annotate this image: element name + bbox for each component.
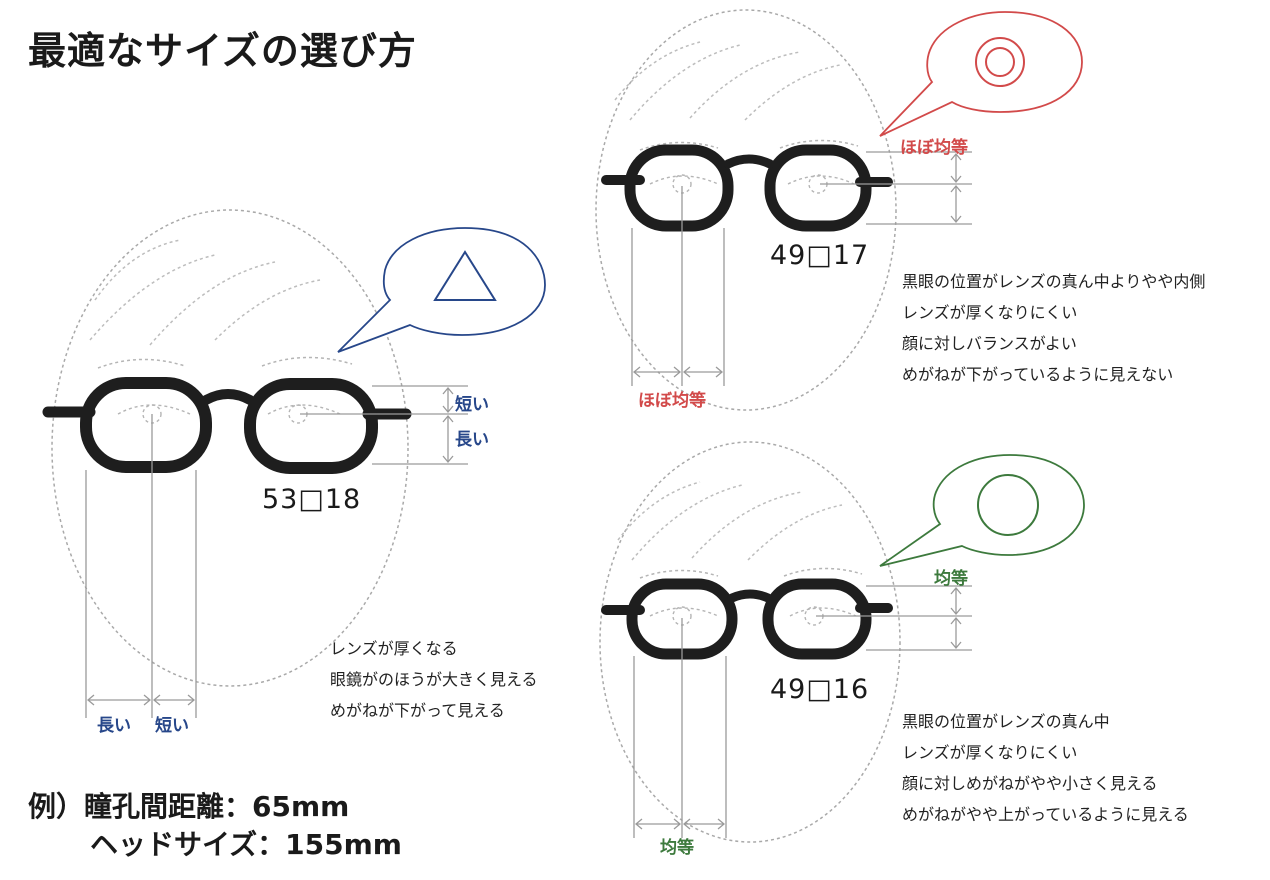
- vertical-label-long: 長い: [455, 430, 489, 450]
- measure-lines: [633, 585, 972, 838]
- description-line: めがねが下がっているように見えない: [902, 365, 1174, 384]
- face-medium: [595, 9, 1083, 411]
- glasses-frame: [601, 144, 893, 232]
- measure-lines: [85, 385, 468, 718]
- example-pupillary-distance: 例）瞳孔間距離：65mm: [28, 790, 350, 823]
- description-line: レンズが厚くなる: [330, 639, 458, 658]
- hair-lines: [614, 41, 841, 121]
- example-head-size: ヘッドサイズ：155mm: [90, 828, 402, 861]
- vertical-label-short: 短い: [455, 395, 489, 415]
- description-line: めがねがやや上がっているように見える: [902, 805, 1189, 824]
- description-line: 眼鏡がのほうが大きく見える: [330, 670, 538, 689]
- horizontal-label-even: 均等: [660, 838, 694, 858]
- eyebrows: [639, 567, 863, 579]
- glasses-frame: [42, 377, 412, 474]
- description-large: レンズが厚くなる 眼鏡がのほうが大きく見える めがねが下がって見える: [330, 633, 538, 726]
- horizontal-label-long: 長い: [97, 716, 131, 736]
- face-outline: [51, 209, 409, 687]
- description-line: レンズが厚くなりにくい: [902, 303, 1078, 322]
- size-label-small: 49□16: [770, 674, 870, 705]
- horizontal-label-even: ほぼ均等: [638, 391, 706, 411]
- face-outline: [595, 9, 897, 411]
- description-line: めがねが下がって見える: [330, 701, 505, 720]
- vertical-label-even: 均等: [934, 569, 968, 589]
- description-line: 黒眼の位置がレンズの真ん中よりやや内側: [902, 272, 1206, 291]
- face-large: [42, 209, 546, 718]
- description-medium: 黒眼の位置がレンズの真ん中よりやや内側 レンズが厚くなりにくい 顔に対しバランス…: [902, 266, 1205, 390]
- hair-lines: [89, 239, 321, 346]
- eyebrows: [97, 356, 353, 369]
- description-line: 黒眼の位置がレンズの真ん中: [902, 712, 1110, 731]
- face-small: [599, 441, 1085, 843]
- page-title: 最適なサイズの選び方: [28, 29, 417, 73]
- example-measurements: 例）瞳孔間距離：65mm ヘッドサイズ：155mm: [28, 788, 402, 864]
- size-label-large: 53□18: [262, 484, 362, 515]
- description-line: レンズが厚くなりにくい: [902, 743, 1078, 762]
- description-line: 顔に対しバランスがよい: [902, 334, 1077, 353]
- face-outline: [599, 441, 901, 843]
- eyebrows: [639, 139, 859, 151]
- double-circle-icon: [975, 37, 1025, 87]
- description-line: 顔に対しめがねがやや小さく見える: [902, 774, 1158, 793]
- horizontal-label-short: 短い: [155, 716, 189, 736]
- speech-bubble-large: [337, 227, 546, 353]
- glasses-frame: [601, 578, 893, 660]
- measure-lines: [631, 151, 972, 386]
- speech-bubble-medium: [879, 11, 1083, 137]
- circle-icon: [977, 474, 1039, 536]
- triangle-icon: [433, 250, 497, 301]
- description-small: 黒眼の位置がレンズの真ん中 レンズが厚くなりにくい 顔に対しめがねがやや小さく見…: [902, 706, 1189, 830]
- hair-lines: [617, 481, 843, 561]
- size-label-medium: 49□17: [770, 240, 870, 271]
- vertical-label-even: ほぼ均等: [900, 138, 968, 158]
- speech-bubble-small: [879, 454, 1085, 567]
